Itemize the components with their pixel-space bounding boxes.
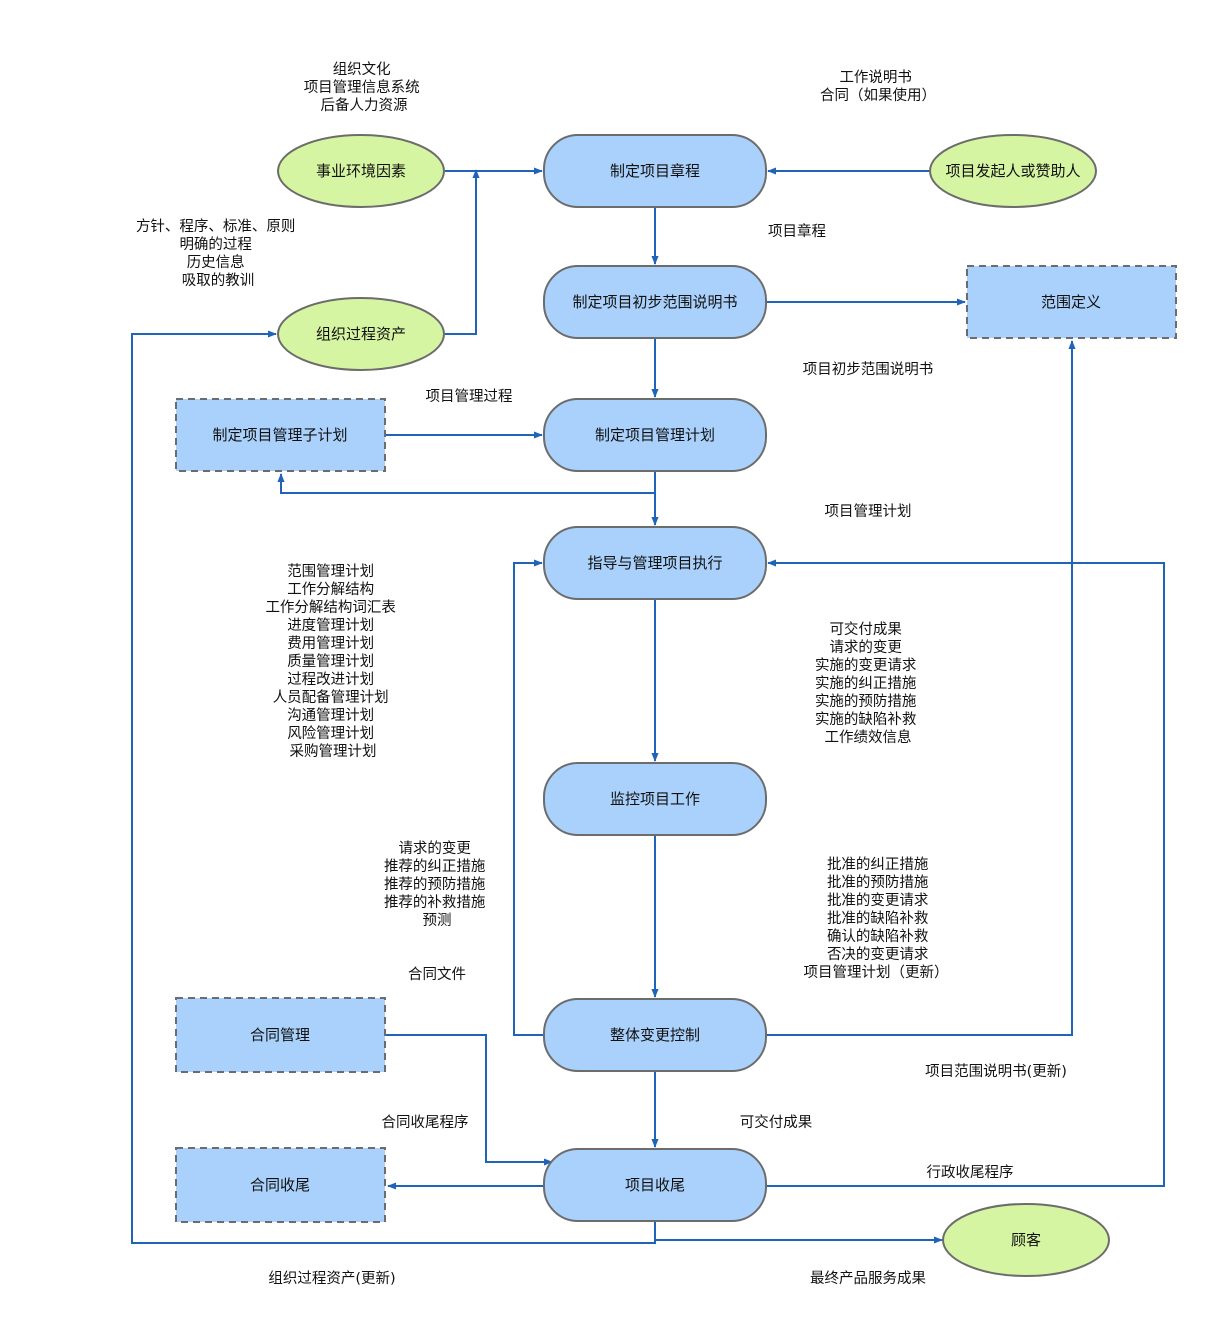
node-sponsor[interactable]: 项目发起人或赞助人: [929, 134, 1097, 208]
edge-labels: 组织文化 项目管理信息系统 后备人力资源 工作说明书 合同（如果使用） 方针、程…: [136, 61, 1067, 1287]
edge-assets-to-charter: [445, 169, 480, 335]
node-direct-execute-label: 指导与管理项目执行: [587, 554, 722, 572]
node-develop-charter[interactable]: 制定项目章程: [543, 134, 767, 208]
node-prelim-scope-label: 制定项目初步范围说明书: [572, 293, 737, 311]
label-env-inputs: 组织文化 项目管理信息系统 后备人力资源: [304, 61, 425, 114]
node-monitor-label: 监控项目工作: [610, 790, 700, 808]
node-pm-plan[interactable]: 制定项目管理计划: [543, 398, 767, 472]
label-assets-update: 组织过程资产(更新): [268, 1270, 395, 1287]
label-assets-inputs: 方针、程序、标准、原则 明确的过程 历史信息 吸取的教训: [136, 218, 300, 289]
node-pm-plan-label: 制定项目管理计划: [595, 426, 715, 444]
label-contract-docs: 合同文件: [408, 966, 466, 983]
edge-close-to-assets: [131, 330, 656, 1244]
nodes: 制定项目章程 事业环境因素 项目发起人或赞助人 制定项目初步范围说明书 范围定义…: [175, 134, 1177, 1277]
label-contract-closure-proc: 合同收尾程序: [382, 1114, 469, 1131]
node-subplan[interactable]: 制定项目管理子计划: [175, 398, 386, 472]
node-subplan-label: 制定项目管理子计划: [212, 426, 347, 444]
node-change-control[interactable]: 整体变更控制: [543, 998, 767, 1072]
node-scope-def[interactable]: 范围定义: [966, 265, 1177, 339]
node-contract-admin[interactable]: 合同管理: [175, 997, 386, 1073]
node-customer-label: 顾客: [1011, 1231, 1041, 1249]
node-change-control-label: 整体变更控制: [610, 1026, 700, 1044]
edge-close-to-direct: [766, 559, 1165, 1187]
edges: [131, 167, 1165, 1244]
edge-close-to-customer: [654, 1222, 943, 1244]
node-prelim-scope[interactable]: 制定项目初步范围说明书: [543, 265, 767, 339]
edge-contractadmin-to-close: [386, 1034, 553, 1166]
label-execution-outputs: 可交付成果 请求的变更 实施的变更请求 实施的纠正措施 实施的预防措施 实施的缺…: [815, 620, 921, 746]
label-charter-output: 项目章程: [768, 222, 826, 240]
node-contract-admin-label: 合同管理: [250, 1026, 310, 1044]
node-enterprise-env-label: 事业环境因素: [316, 162, 406, 180]
node-org-assets-label: 组织过程资产: [316, 325, 406, 343]
node-scope-def-label: 范围定义: [1041, 293, 1101, 311]
label-admin-closure-proc: 行政收尾程序: [927, 1164, 1014, 1181]
edge-pmplan-to-subplan: [277, 473, 655, 494]
node-sponsor-label: 项目发起人或赞助人: [945, 162, 1080, 180]
label-scope-update: 项目范围说明书(更新): [925, 1063, 1067, 1080]
label-subplans: 范围管理计划 工作分解结构 工作分解结构词汇表 进度管理计划 费用管理计划 质量…: [265, 563, 400, 760]
node-close-project-label: 项目收尾: [625, 1176, 685, 1194]
node-org-assets[interactable]: 组织过程资产: [277, 297, 445, 371]
label-prelim-output: 项目初步范围说明书: [803, 361, 934, 378]
label-pm-process: 项目管理过程: [426, 388, 513, 405]
node-develop-charter-label: 制定项目章程: [610, 162, 700, 180]
edge-change-to-scopedef: [766, 340, 1076, 1036]
node-customer[interactable]: 顾客: [942, 1203, 1110, 1277]
node-direct-execute[interactable]: 指导与管理项目执行: [543, 526, 767, 600]
label-monitor-outputs: 请求的变更 推荐的纠正措施 推荐的预防措施 推荐的补救措施 预测: [384, 840, 490, 929]
label-deliverables: 可交付成果: [740, 1113, 813, 1131]
node-contract-closure[interactable]: 合同收尾: [175, 1147, 386, 1223]
node-contract-closure-label: 合同收尾: [250, 1176, 310, 1194]
label-final-product: 最终产品服务成果: [810, 1270, 926, 1287]
node-close-project[interactable]: 项目收尾: [543, 1148, 767, 1222]
edge-change-to-direct: [513, 559, 543, 1036]
label-sponsor-inputs: 工作说明书 合同（如果使用）: [820, 69, 936, 104]
label-pm-plan-output: 项目管理计划: [825, 503, 912, 520]
node-monitor[interactable]: 监控项目工作: [543, 762, 767, 836]
node-enterprise-env[interactable]: 事业环境因素: [277, 134, 445, 208]
label-approved-outputs: 批准的纠正措施 批准的预防措施 批准的变更请求 批准的缺陷补救 确认的缺陷补救 …: [804, 856, 949, 981]
